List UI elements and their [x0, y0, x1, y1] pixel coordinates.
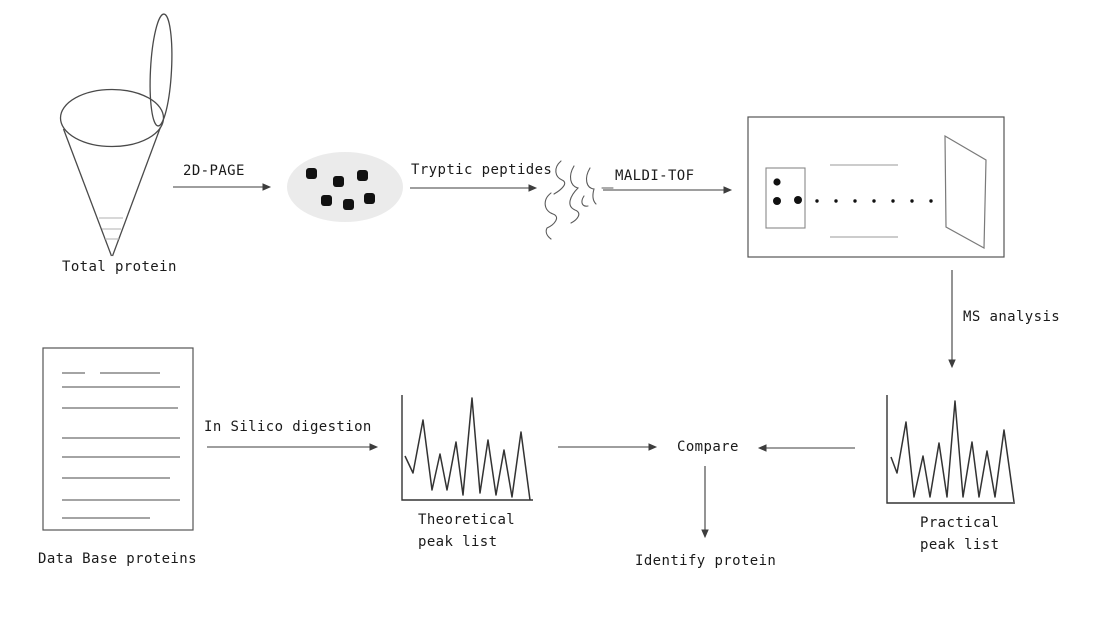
theoretical-peaks-line [404, 397, 531, 501]
peptide-squiggles-icon [544, 160, 614, 240]
gel-spots-icon [287, 152, 403, 222]
database-document-icon [42, 347, 194, 531]
label-data-base-proteins: Data Base proteins [38, 551, 197, 567]
label-practical-peak-list: Practical peak list [920, 515, 1000, 553]
label-identify-protein: Identify protein [635, 553, 777, 569]
label-tryptic-peptides: Tryptic peptides [411, 162, 553, 178]
label-maldi-tof: MALDI-TOF [615, 168, 695, 184]
label-ms-analysis: MS analysis [963, 309, 1061, 325]
label-2d-page: 2D-PAGE [183, 163, 245, 179]
practical-peaks-line [890, 400, 1015, 503]
practical-peaks-chart [886, 395, 1015, 504]
label-theoretical-peak-list: Theoretical peak list [418, 512, 516, 550]
theoretical-peaks-chart [401, 395, 533, 501]
label-in-silico-digestion: In Silico digestion [204, 419, 372, 435]
conical-tube-icon [59, 13, 173, 257]
maldi-tof-instrument-icon [747, 116, 1005, 258]
label-total-protein: Total protein [62, 259, 177, 275]
label-compare: Compare [677, 439, 739, 455]
